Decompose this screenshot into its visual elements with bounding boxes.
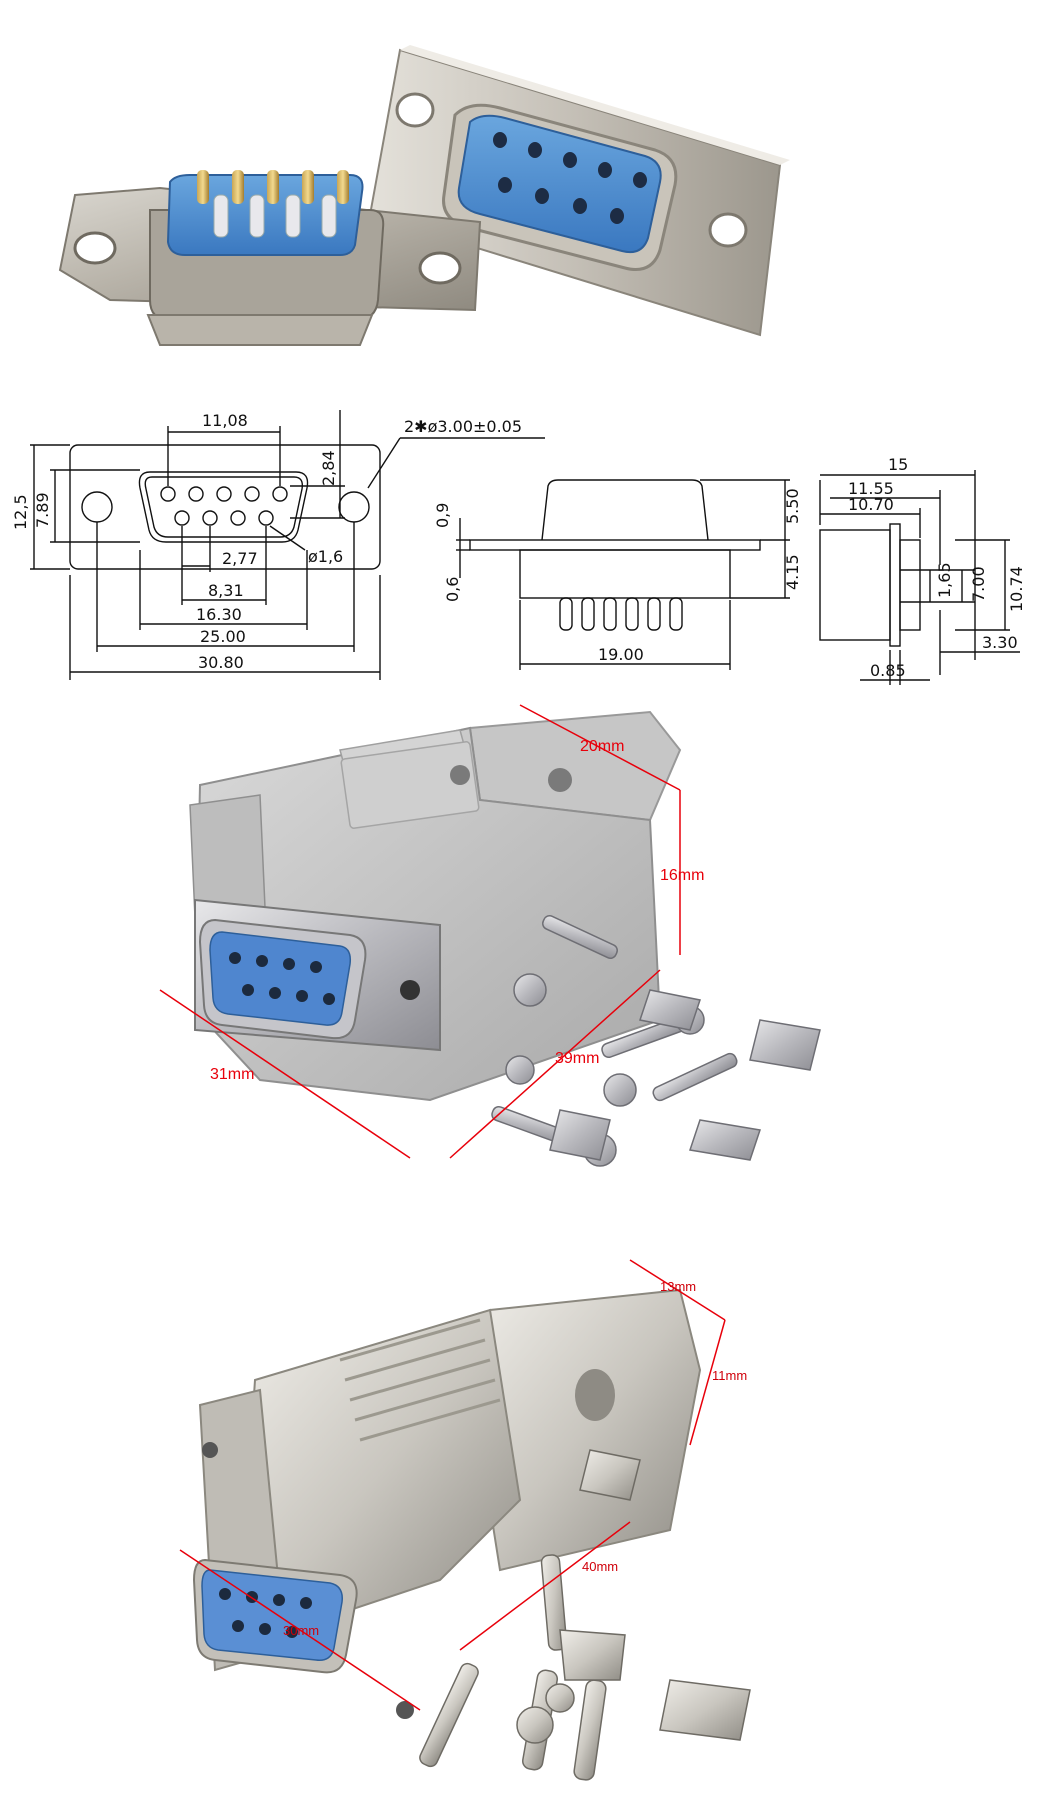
male-pins xyxy=(197,170,349,238)
dim-pin-row: 2,84 xyxy=(319,450,338,486)
dim-pitch: 2,77 xyxy=(222,549,258,568)
mount-hole-icon xyxy=(73,231,117,265)
female-connector xyxy=(368,45,790,337)
dimension-drawing-svg: 11,08 2✱ø3.00±0.05 12,5 7.89 2,84 ø1,6 2… xyxy=(11,410,1026,685)
dim-hole-note: 2✱ø3.00±0.05 xyxy=(404,417,522,436)
dim-10-74: 10.74 xyxy=(1007,566,1026,612)
dim-side-bottom: 4.15 xyxy=(783,554,802,590)
metal-hardware xyxy=(419,1449,751,1781)
dim-1-65: 1,65 xyxy=(935,562,954,598)
screw-hole-icon xyxy=(548,768,572,792)
dim-pin-diameter: ø1,6 xyxy=(308,547,343,566)
metal-insulator xyxy=(201,1569,343,1661)
hardware-screws xyxy=(491,914,821,1167)
plastic-height-label: 16mm xyxy=(660,867,704,884)
connectors-illustration xyxy=(58,45,790,346)
dim-inner-height: 7.89 xyxy=(33,492,52,528)
mount-hole-icon xyxy=(708,212,748,248)
dim-3-30: 3.30 xyxy=(982,633,1018,652)
dim-15: 15 xyxy=(888,455,908,474)
dim-7-00: 7.00 xyxy=(969,566,988,602)
plastic-insulator xyxy=(209,931,352,1026)
metal-flange xyxy=(192,1442,414,1719)
dim-side-top: 5.50 xyxy=(783,488,802,524)
side-pins xyxy=(559,597,683,631)
dim-plate-top: 0,9 xyxy=(433,503,452,528)
plastic-hood-photo: 20mm 16mm 39mm 31mm xyxy=(0,690,1056,1250)
dim-flange-width: 30.80 xyxy=(198,653,244,672)
plastic-length-label: 20mm xyxy=(580,738,624,755)
dim-11-55: 11.55 xyxy=(848,479,894,498)
socket-holes xyxy=(493,132,647,224)
dim-row2-span: 8,31 xyxy=(208,581,244,600)
mount-hole-icon xyxy=(395,92,435,128)
plastic-width-label: 31mm xyxy=(210,1066,254,1083)
metal-hood-photo: 13mm 11mm 40mm 30mm xyxy=(0,1250,1056,1796)
dim-plate-bottom: 0,6 xyxy=(443,577,462,602)
dim-width-top: 11,08 xyxy=(202,411,248,430)
front-pins xyxy=(160,486,288,526)
plastic-hood-illustration: 20mm 16mm 39mm 31mm xyxy=(159,704,821,1167)
metal-length-label: 13mm xyxy=(660,1279,696,1294)
mount-hole-icon xyxy=(418,251,462,285)
dimension-drawing: 11,08 2✱ø3.00±0.05 12,5 7.89 2,84 ø1,6 2… xyxy=(0,390,1056,690)
screw-hole-icon xyxy=(450,765,470,785)
dim-0-85: 0.85 xyxy=(870,661,906,680)
dim-shell-width: 16.30 xyxy=(196,605,242,624)
metal-height-label: 11mm xyxy=(712,1368,747,1383)
metal-width-label: 30mm xyxy=(283,1623,319,1638)
dim-10-70: 10.70 xyxy=(848,495,894,514)
female-insulator xyxy=(457,114,662,254)
male-connector xyxy=(58,170,482,346)
dim-outer-height: 12,5 xyxy=(11,494,30,530)
metal-depth-label: 40mm xyxy=(582,1559,618,1574)
screw-hole-icon xyxy=(575,1369,615,1421)
dim-hole-pitch: 25.00 xyxy=(200,627,246,646)
dim-side-width: 19.00 xyxy=(598,645,644,664)
plastic-depth-label: 39mm xyxy=(555,1050,599,1067)
connectors-photo xyxy=(0,0,1056,390)
metal-hood-illustration: 13mm 11mm 40mm 30mm xyxy=(179,1259,751,1781)
plastic-flange xyxy=(194,898,441,1052)
